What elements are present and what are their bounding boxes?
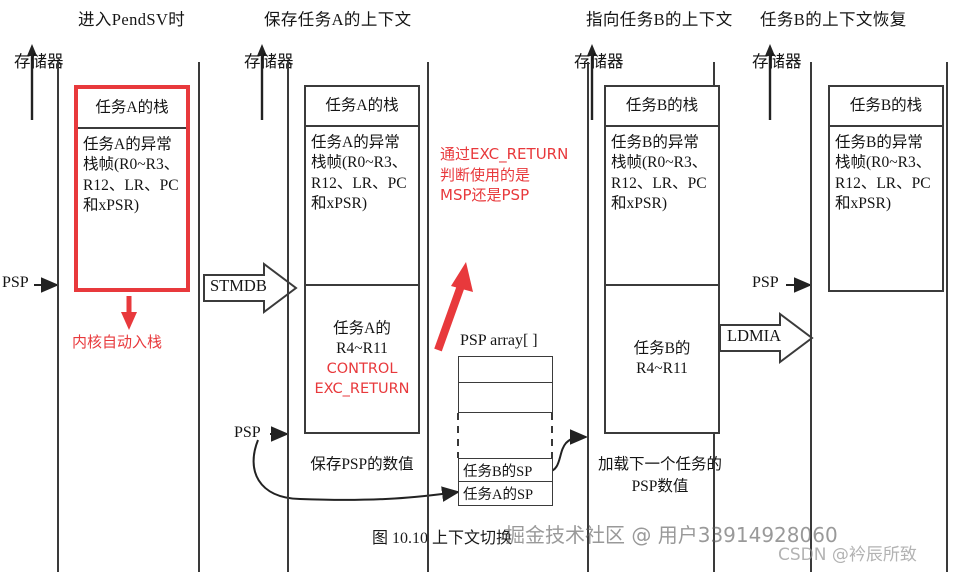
stack-cell-task-b-stack-4: 任务B的栈	[830, 87, 942, 127]
memory-rail-right-2	[427, 62, 429, 572]
stack-cell-task-a-stack-2: 任务A的栈	[306, 87, 418, 127]
column-title-1: 进入PendSV时	[78, 10, 186, 29]
stack-cell-task-b-regs: 任务B的 R4~R11	[633, 339, 691, 377]
psp-array-top-cells	[458, 356, 553, 413]
memory-rail-left-3	[587, 62, 589, 572]
figure-caption: 图 10.10 上下文切换	[372, 530, 513, 547]
psp-array-row-task-b-sp: 任务B的SP	[459, 459, 552, 482]
memory-label-1: 存储器	[14, 52, 64, 71]
stack-cell-task-a-stack: 任务A的栈	[78, 89, 186, 129]
block-arrow-stmdb: STMDB	[202, 262, 298, 314]
stack-box-1: 任务A的栈 任务A的异常栈帧(R0~R3、R12、LR、PC和xPSR)	[74, 85, 190, 292]
annotation-exc-return-note: 通过EXC_RETURN 判断使用的是 MSP还是PSP	[440, 145, 569, 205]
annotation-kernel-autopush: 内核自动入栈	[72, 333, 163, 351]
memory-rail-left-2	[287, 62, 289, 572]
memory-label-4: 存储器	[752, 52, 802, 71]
watermark-csdn: CSDN @衿辰所致	[778, 545, 917, 565]
memory-label-2: 存储器	[244, 52, 294, 71]
block-arrow-stmdb-label: STMDB	[210, 276, 267, 295]
stack-box-2: 任务A的栈 任务A的异常栈帧(R0~R3、R12、LR、PC和xPSR) 任务A…	[304, 85, 420, 434]
stack-box-3: 任务B的栈 任务B的异常栈帧(R0~R3、R12、LR、PC和xPSR) 任务B…	[604, 85, 720, 434]
block-arrow-ldmia: LDMIA	[718, 312, 814, 364]
stack-cell-control-text: CONTROL	[326, 361, 398, 378]
psp-array-row-task-a-sp: 任务A的SP	[463, 487, 534, 503]
psp-label-4: PSP	[752, 274, 779, 291]
block-arrow-ldmia-label: LDMIA	[727, 326, 782, 345]
memory-rail-right-1	[198, 62, 200, 572]
stack-cell-task-a-frame: 任务A的异常栈帧(R0~R3、R12、LR、PC和xPSR)	[83, 136, 180, 215]
column-title-3: 指向任务B的上下文	[586, 10, 733, 29]
watermark-juejin: 掘金技术社区 @ 用户33914928060	[505, 523, 838, 547]
psp-label-1: PSP	[2, 274, 29, 291]
memory-label-3: 存储器	[574, 52, 624, 71]
array-to-col3-curve	[547, 429, 588, 473]
psp-array-row-1	[459, 383, 552, 410]
load-next-psp-text: 加载下一个任务的PSP数值	[597, 456, 722, 496]
kernel-autopush-arrow	[121, 296, 137, 330]
memory-rail-left-1	[57, 62, 59, 572]
stack-cell-task-a-regs-text: 任务A的 R4~R11	[333, 319, 391, 357]
memory-rail-right-4	[946, 62, 948, 572]
psp-label-2: PSP	[234, 424, 261, 441]
memory-rail-left-4	[810, 62, 812, 572]
stack-cell-exc-return-text: EXC_RETURN	[314, 381, 410, 398]
psp-array-title: PSP array[ ]	[460, 332, 538, 349]
save-psp-value-text: 保存PSP的数值	[310, 456, 414, 473]
stack-cell-task-b-stack-3: 任务B的栈	[606, 87, 718, 127]
stack-cell-task-a-regs: 任务A的 R4~R11 CONTROL EXC_RETURN	[306, 286, 418, 432]
stack-cell-task-b-frame-3: 任务B的异常栈帧(R0~R3、R12、LR、PC和xPSR)	[606, 127, 718, 286]
column-title-2: 保存任务A的上下文	[264, 10, 412, 29]
psp-array-row-0	[459, 357, 552, 383]
stack-cell-task-b-frame-4: 任务B的异常栈帧(R0~R3、R12、LR、PC和xPSR)	[835, 134, 932, 213]
stack-box-4: 任务B的栈 任务B的异常栈帧(R0~R3、R12、LR、PC和xPSR)	[828, 85, 944, 292]
stack-cell-task-a-frame-2: 任务A的异常栈帧(R0~R3、R12、LR、PC和xPSR)	[306, 127, 418, 286]
column-title-4: 任务B的上下文恢复	[760, 10, 907, 29]
psp-array-dashes	[457, 413, 553, 458]
psp-array-bottom-cells: 任务B的SP 任务A的SP	[458, 458, 553, 506]
